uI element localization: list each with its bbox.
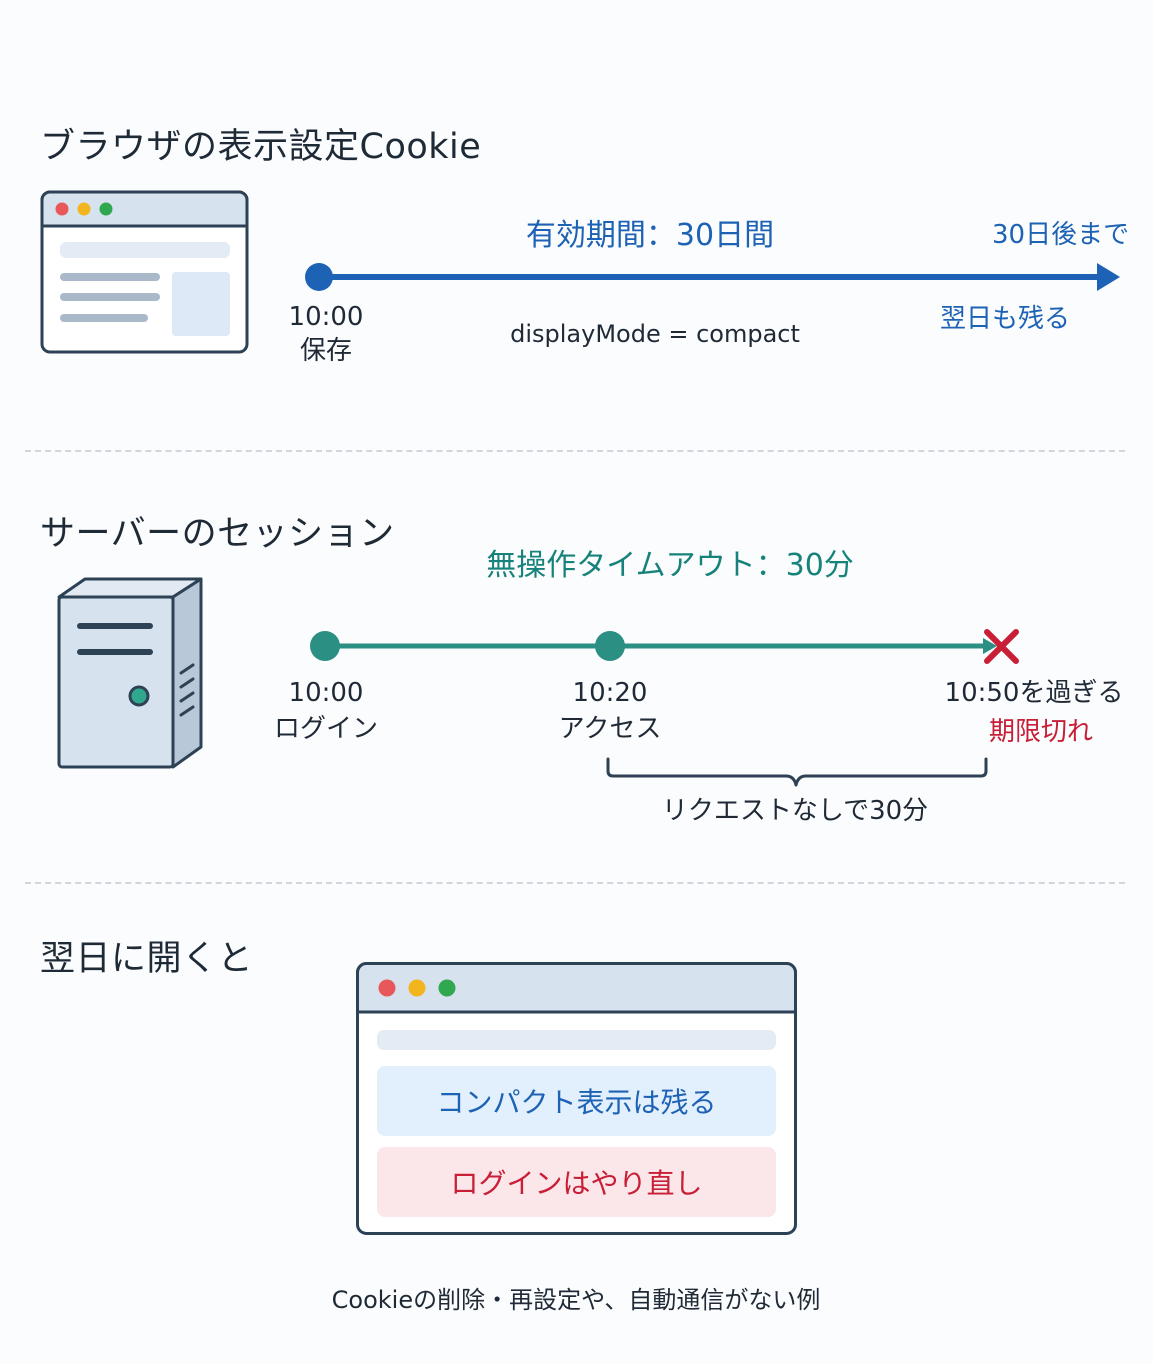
cookie-period-label: 有効期間：30日間 [525, 218, 775, 253]
section-cookie-title: ブラウザの表示設定Cookie [40, 127, 482, 167]
idle-interval-bracket [606, 757, 988, 787]
compact-display-row: コンパクト表示は残る [377, 1066, 776, 1136]
session-expired-caption: 期限切れ [988, 717, 1093, 747]
idle-interval-label: リクエストなしで30分 [661, 796, 929, 826]
session-login-time: 10:00 [288, 678, 364, 708]
cookie-end-label: 30日後まで [992, 220, 1130, 250]
window-close-dot [378, 979, 396, 997]
section-next-day-title: 翌日に開くと [40, 939, 254, 979]
section-session-title: サーバーのセッション [40, 514, 395, 554]
window-maximize-dot [438, 979, 456, 997]
browser-window-icon [40, 190, 249, 354]
cookie-start-caption: 保存 [299, 336, 352, 366]
window-minimize-dot [408, 979, 426, 997]
section-divider [25, 450, 1125, 452]
session-access-time: 10:20 [572, 678, 648, 708]
cookie-value: displayMode = compact [510, 320, 800, 348]
cookie-end-note: 翌日も残る [940, 304, 1071, 334]
session-timeline [310, 629, 1019, 664]
session-access-caption: アクセス [558, 714, 662, 744]
next-day-browser-window: コンパクト表示は残る ログインはやり直し [356, 962, 797, 1235]
section-divider [25, 882, 1125, 884]
timeline-start-dot [305, 263, 333, 291]
expired-x-icon [984, 629, 1019, 664]
login-again-row: ログインはやり直し [377, 1147, 776, 1217]
server-icon [57, 577, 203, 769]
timeline-access-dot [595, 631, 625, 661]
session-expire-time: 10:50を過ぎる [944, 678, 1124, 708]
session-timeout-label: 無操作タイムアウト：30分 [486, 548, 854, 583]
cookie-start-time: 10:00 [288, 302, 364, 332]
timeline-arrow-icon [1097, 263, 1120, 291]
timeline-login-dot [310, 631, 340, 661]
cookie-timeline [305, 263, 1120, 291]
footnote: Cookieの削除・再設定や、自動通信がない例 [331, 1286, 821, 1314]
session-login-caption: ログイン [273, 714, 378, 744]
address-bar [377, 1030, 776, 1050]
